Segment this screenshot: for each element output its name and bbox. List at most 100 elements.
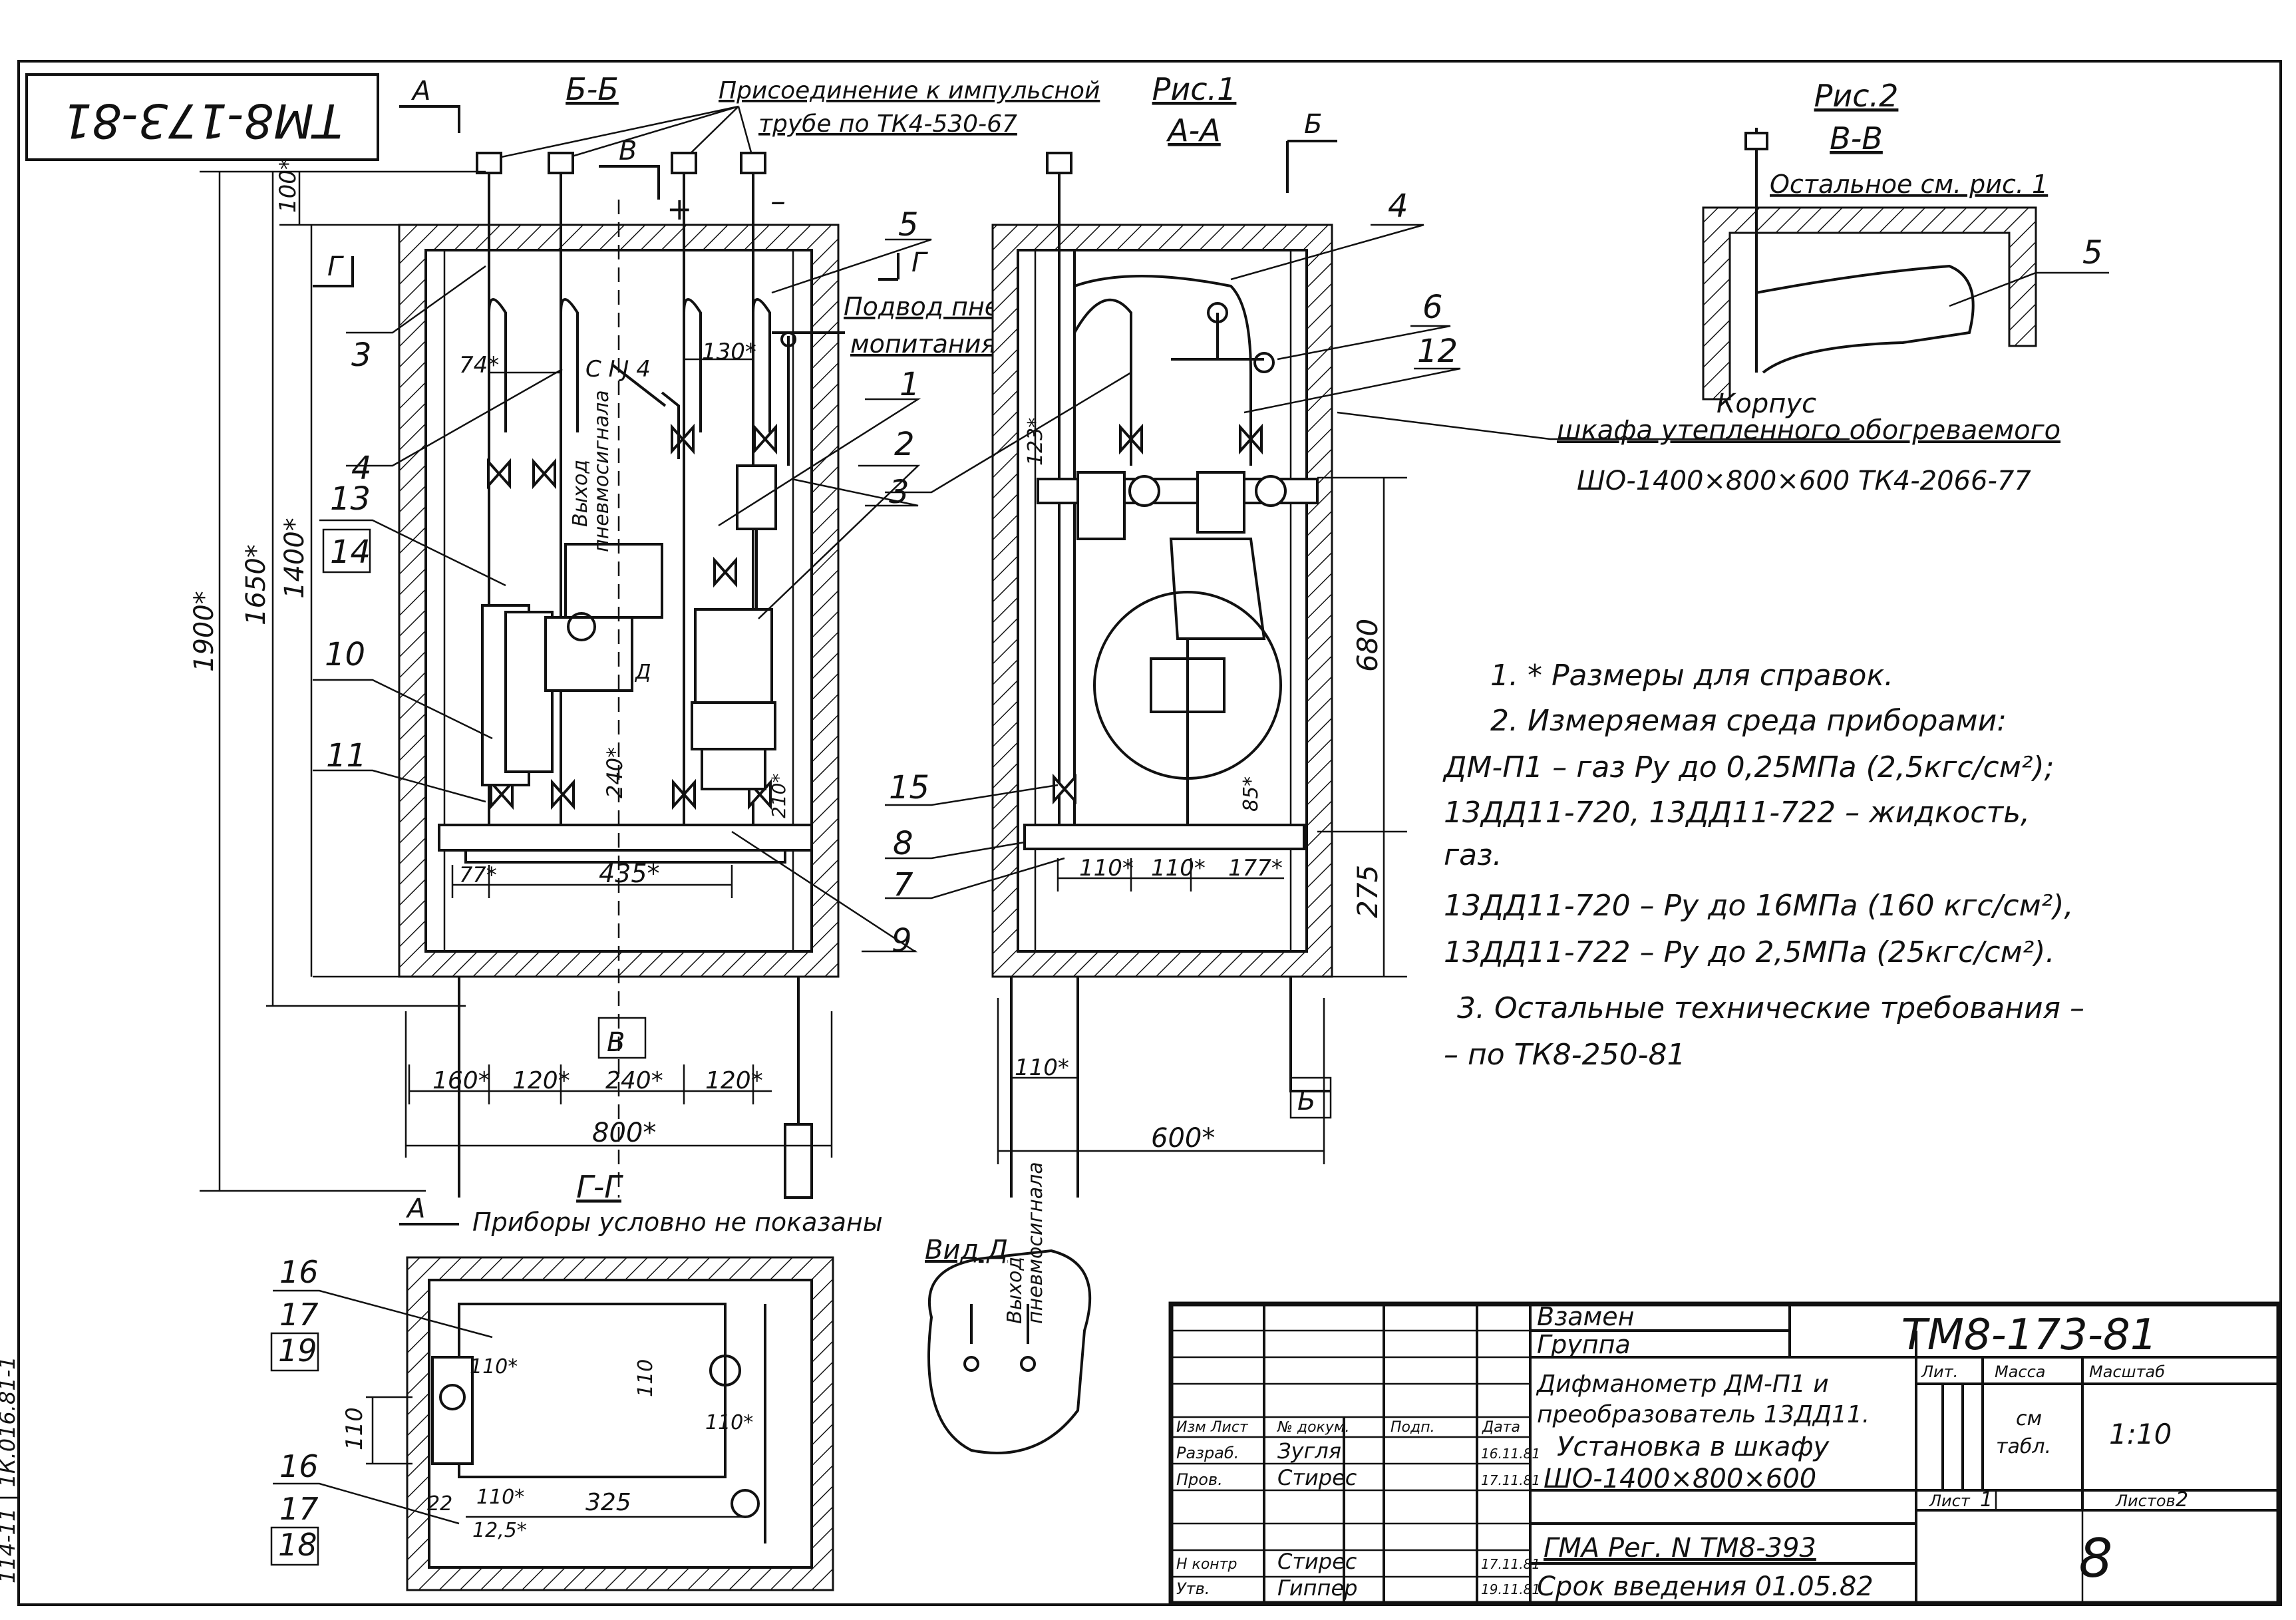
- pos-14: 14: [330, 534, 371, 571]
- tb-sheet-value: 1: [1980, 1488, 1993, 1512]
- view-aa-title: А-А: [1166, 112, 1221, 148]
- pos-19: 19: [278, 1333, 317, 1369]
- view-vv: Рис.2 В-В Остальное см. рис. 1 5 Корпус …: [1337, 78, 2109, 496]
- pos-4-left: 4: [351, 450, 372, 487]
- pos-12: 12: [1417, 333, 1458, 370]
- pos-15: 15: [889, 769, 929, 806]
- impulse-line-callout-1: Присоединение к импульсной: [719, 77, 1100, 104]
- dim-110-b: 110*: [1151, 855, 1206, 882]
- tb-norm-control: Н контр: [1176, 1556, 1237, 1573]
- cut-g-top: Г: [327, 251, 344, 282]
- fig1-title: Рис.1: [1152, 71, 1237, 107]
- tb-approver: Гиппер: [1277, 1575, 1357, 1601]
- side-stamp: 114-11 | 1К.016.81-1: [0, 1356, 20, 1583]
- pos-1: 1: [900, 366, 920, 403]
- tb-scale-value: 1:10: [2109, 1418, 2172, 1450]
- technical-notes: 1. * Размеры для справок. 2. Измеряемая …: [1442, 659, 2084, 1072]
- dim-275: 275: [1351, 865, 1384, 918]
- tb-col-doc: № докум.: [1277, 1419, 1349, 1436]
- dim-435: 435*: [599, 859, 660, 888]
- tb-norm-person: Стирес: [1277, 1549, 1357, 1574]
- dim-110-c: 110*: [1015, 1054, 1069, 1081]
- tb-format-number: 8: [2079, 1528, 2113, 1589]
- tb-col-sheet: Лист: [1210, 1419, 1249, 1436]
- cut-g-right: Г: [911, 247, 928, 278]
- pos-9: 9: [892, 922, 912, 959]
- pos-13: 13: [330, 480, 371, 518]
- dim-600: 600*: [1151, 1123, 1215, 1154]
- view-gg-note: Приборы условно не показаны: [472, 1208, 883, 1237]
- dim-77: 77*: [459, 862, 497, 888]
- tb-approved: Утв.: [1176, 1579, 1210, 1598]
- dim-1650: 1650*: [241, 544, 271, 625]
- view-bb-title: Б-Б: [566, 71, 619, 107]
- tb-mass-value-2: табл.: [1996, 1435, 2051, 1458]
- pneumatic-output-2: пневмосигнала: [590, 390, 613, 552]
- g-dim-110-e: 110*: [476, 1486, 524, 1509]
- view-d-title: Вид Д: [925, 1235, 1008, 1265]
- pos-18: 18: [278, 1527, 317, 1563]
- pos-11: 11: [326, 737, 367, 774]
- tb-col-date: Дата: [1482, 1419, 1520, 1436]
- tb-mass-header: Масса: [1995, 1363, 2046, 1381]
- pos-17-a: 17: [279, 1297, 319, 1333]
- dim-177: 177*: [1228, 855, 1283, 882]
- tb-approver-date: 19.11.81: [1481, 1581, 1540, 1597]
- minus-sign: –: [770, 183, 786, 219]
- tb-replaces: Взамен: [1537, 1302, 1634, 1331]
- note-1: 1. * Размеры для справок.: [1490, 659, 1893, 693]
- tb-mass-value-1: см: [2016, 1407, 2042, 1430]
- cut-b-top: Б: [1304, 109, 1322, 140]
- note-9: – по ТК8-250-81: [1444, 1038, 1686, 1072]
- pos-16-b: 16: [279, 1448, 319, 1484]
- tb-checker: Стирес: [1277, 1465, 1357, 1490]
- view-gg: Г-Г Приборы условно не показаны 110 110*…: [270, 1169, 883, 1591]
- pos-2: 2: [894, 426, 915, 463]
- note-8: 3. Остальные технические требования –: [1457, 991, 2084, 1025]
- pos-4-aa: 4: [1388, 188, 1408, 225]
- tb-group: Группа: [1537, 1330, 1631, 1359]
- tb-effective: Срок введения 01.05.82: [1537, 1571, 1874, 1602]
- g-dim-110-c: 110: [634, 1359, 657, 1397]
- housing-line-3: ШО-1400×800×600 ТК4-2066-77: [1577, 466, 2031, 496]
- cut-v-bottom: В: [607, 1027, 625, 1058]
- dim-100: 100*: [275, 158, 301, 213]
- view-vv-title: В-В: [1830, 120, 1883, 156]
- cut-d-mark: Д: [634, 661, 651, 684]
- view-aa: Рис.1 А-А Б 6: [885, 71, 1461, 1198]
- title-block: Взамен Группа ТМ8-173-81 Дифманометр ДМ-…: [1168, 1301, 2281, 1606]
- housing-line-1: Корпус: [1717, 389, 1816, 419]
- view-d-output-1: Выход: [1003, 1257, 1027, 1324]
- cut-a-bottom: А: [405, 1194, 425, 1224]
- tb-sheets-label: Листов: [2115, 1492, 2176, 1510]
- pneumatic-supply-2: мопитания: [850, 329, 996, 359]
- cut-v-top: В: [619, 136, 637, 166]
- g-dim-22: 22: [427, 1492, 452, 1516]
- g-dim-110-d: 110*: [705, 1411, 753, 1434]
- g-dim-125: 12,5*: [472, 1519, 527, 1542]
- tb-code: ТМ8-173-81: [1901, 1311, 2158, 1360]
- rotated-code: ТМ8-173-81: [63, 93, 343, 148]
- dim-800: 800*: [592, 1118, 656, 1148]
- tb-title-3: Установка в шкафу: [1557, 1432, 1830, 1462]
- note-6: 13ДД11-720 – Ру до 16МПа (160 кгс/см²),: [1444, 889, 2073, 923]
- dim-240: 240*: [605, 1067, 663, 1094]
- pos-6: 6: [1422, 289, 1443, 326]
- tb-title-2: преобразователь 13ДД11.: [1537, 1401, 1870, 1428]
- view-d-output-2: пневмосигнала: [1024, 1162, 1047, 1324]
- tb-col-change: Изм: [1176, 1419, 1206, 1436]
- view-bb: Б-Б Присоединение к импульсной трубе по …: [189, 71, 1100, 1225]
- pneumatic-output-1: Выход: [569, 460, 592, 527]
- housing-line-2: шкафа утепленного обогреваемого: [1557, 415, 2060, 446]
- tb-sheets-value: 2: [2176, 1488, 2188, 1512]
- tb-registration: ГМА Рег. N ТМ8-393: [1544, 1533, 1816, 1563]
- tb-col-sign: Подп.: [1391, 1419, 1435, 1436]
- view-gg-title: Г-Г: [576, 1169, 623, 1205]
- pos-8: 8: [893, 825, 913, 862]
- impulse-line-callout-2: трубе по ТК4-530-67: [758, 110, 1017, 138]
- note-2: 2. Измеряемая среда приборами:: [1490, 704, 2007, 738]
- rest-see-note: Остальное см. рис. 1: [1770, 170, 2048, 199]
- dim-1900: 1900*: [189, 591, 220, 672]
- dim-210: 210*: [768, 774, 790, 818]
